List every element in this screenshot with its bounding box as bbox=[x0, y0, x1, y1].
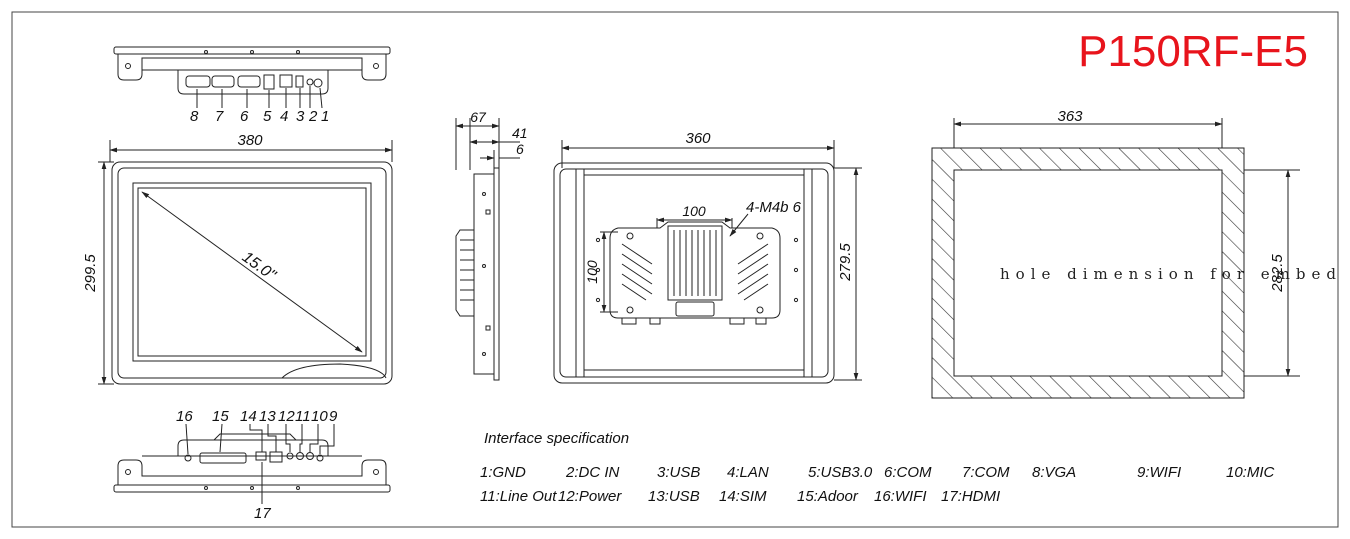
port-num-14: 14 bbox=[240, 408, 257, 425]
spec-item: 12:Power bbox=[558, 488, 622, 505]
port-num-3: 3 bbox=[296, 108, 305, 125]
spec-item: 11:Line Out bbox=[480, 488, 557, 505]
port-num-17: 17 bbox=[254, 505, 271, 522]
side-bezel-dim: 41 bbox=[512, 125, 528, 141]
port-num-7: 7 bbox=[215, 108, 224, 125]
sheet-border bbox=[11, 11, 1339, 528]
front-width-dim: 380 bbox=[237, 132, 263, 149]
spec-item: 2:DC IN bbox=[565, 464, 620, 481]
cutout-height-dim: 282.5 bbox=[1269, 254, 1286, 293]
bottom-port-numbers: 16 15 14 13 12 11 10 9 17 bbox=[176, 408, 338, 522]
model-title: P150RF-E5 bbox=[1078, 27, 1308, 76]
port-num-11: 11 bbox=[295, 408, 311, 425]
mount-width-dim: 100 bbox=[682, 203, 706, 219]
spec-item: 5:USB3.0 bbox=[808, 464, 873, 481]
port-num-12: 12 bbox=[278, 408, 295, 425]
port-num-4: 4 bbox=[280, 108, 288, 125]
front-view bbox=[98, 140, 393, 385]
front-height-dim: 299.5 bbox=[82, 254, 99, 293]
spec-item: 4:LAN bbox=[727, 464, 769, 481]
spec-item: 15:Adoor bbox=[797, 488, 859, 505]
port-num-1: 1 bbox=[321, 108, 329, 125]
mount-height-dim: 100 bbox=[584, 260, 600, 284]
port-num-5: 5 bbox=[263, 108, 272, 125]
mount-screw-label: 4-M4b 6 bbox=[746, 199, 802, 216]
spec-item: 9:WIFI bbox=[1137, 464, 1181, 481]
rear-view bbox=[553, 140, 862, 384]
interface-spec-row-1: 1:GND 2:DC IN 3:USB 4:LAN 5:USB3.0 6:COM… bbox=[480, 464, 1275, 481]
side-thickness-dim: 6 bbox=[516, 141, 524, 157]
cutout-width-dim: 363 bbox=[1057, 108, 1083, 125]
top-port-numbers: 8 7 6 5 4 3 2 1 bbox=[190, 108, 329, 125]
port-num-8: 8 bbox=[190, 108, 199, 125]
interface-spec-heading: Interface specification bbox=[484, 430, 629, 447]
spec-item: 8:VGA bbox=[1032, 464, 1076, 481]
port-num-10: 10 bbox=[311, 408, 328, 425]
cutout-note: hole dimension for embed bbox=[1000, 265, 1342, 283]
bottom-view bbox=[113, 423, 391, 504]
port-num-15: 15 bbox=[212, 408, 229, 425]
spec-item: 6:COM bbox=[884, 464, 932, 481]
spec-item: 16:WIFI bbox=[874, 488, 927, 505]
interface-spec-row-2: 11:Line Out 12:Power 13:USB 14:SIM 15:Ad… bbox=[480, 488, 1000, 505]
spec-item: 17:HDMI bbox=[941, 488, 1000, 505]
top-view bbox=[113, 46, 391, 109]
port-num-6: 6 bbox=[240, 108, 249, 125]
screen-diagonal: 15.0" bbox=[239, 249, 280, 285]
spec-item: 3:USB bbox=[657, 464, 700, 481]
cutout-view bbox=[931, 118, 1300, 399]
port-num-16: 16 bbox=[176, 408, 193, 425]
spec-item: 7:COM bbox=[962, 464, 1010, 481]
spec-item: 13:USB bbox=[648, 488, 700, 505]
side-depth-dim: 67 bbox=[470, 109, 487, 125]
spec-item: 10:MIC bbox=[1226, 464, 1275, 481]
spec-item: 14:SIM bbox=[719, 488, 767, 505]
port-num-2: 2 bbox=[308, 108, 318, 125]
side-view bbox=[455, 118, 520, 381]
spec-item: 1:GND bbox=[480, 464, 526, 481]
rear-width-dim: 360 bbox=[685, 130, 711, 147]
rear-height-dim: 279.5 bbox=[837, 243, 854, 282]
port-num-9: 9 bbox=[329, 408, 338, 425]
port-num-13: 13 bbox=[259, 408, 276, 425]
